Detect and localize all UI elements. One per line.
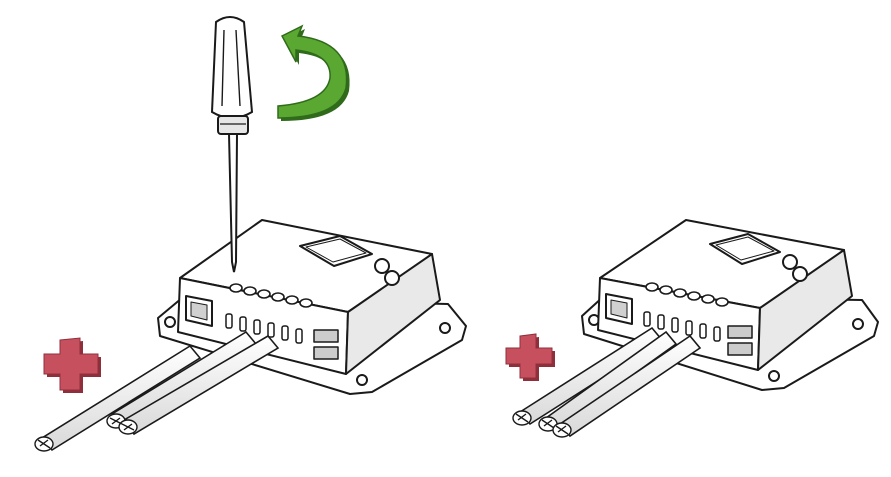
usb-port-2 [313,346,339,360]
usb-port-2 [727,342,753,356]
plus-sign-icon [505,333,555,381]
cable-1 [518,326,664,426]
button-1 [782,254,798,270]
screwdriver-shaft [227,133,239,273]
left-panel [34,16,467,452]
charge-controller-right [581,219,879,391]
mount-hole-right [439,322,451,334]
cables-right [512,326,702,438]
right-face [757,249,853,371]
charge-controller-left [157,219,467,395]
stranded-wire-ends [512,410,572,438]
terminal-screws [645,282,729,307]
cables-left [34,330,280,452]
button-1 [374,258,390,274]
screwdriver-handle [210,16,254,119]
right-panel [505,219,879,438]
plus-sign-icon [43,337,101,393]
mount-hole-left [164,316,176,328]
usb-port-1 [313,329,339,343]
rotate-arrow-icon [277,24,350,121]
mount-hole-front [768,370,780,382]
terminal-slots [225,313,303,344]
mount-hole-front [356,374,368,386]
screwdriver-icon [210,16,254,273]
cable-1 [40,344,202,452]
mount-hole-right [852,318,864,330]
lcd-display [709,233,781,265]
cable-2 [544,330,678,432]
usb-port-1 [727,325,753,339]
right-face [345,253,441,375]
stranded-wire-ends [34,413,138,452]
lcd-display [299,235,373,267]
button-2 [384,270,400,286]
cable-3 [558,334,702,438]
terminal-slots [643,311,721,342]
terminal-screws [229,283,313,308]
button-2 [792,266,808,282]
screwdriver-collar [217,115,249,135]
cable-3 [122,334,280,436]
